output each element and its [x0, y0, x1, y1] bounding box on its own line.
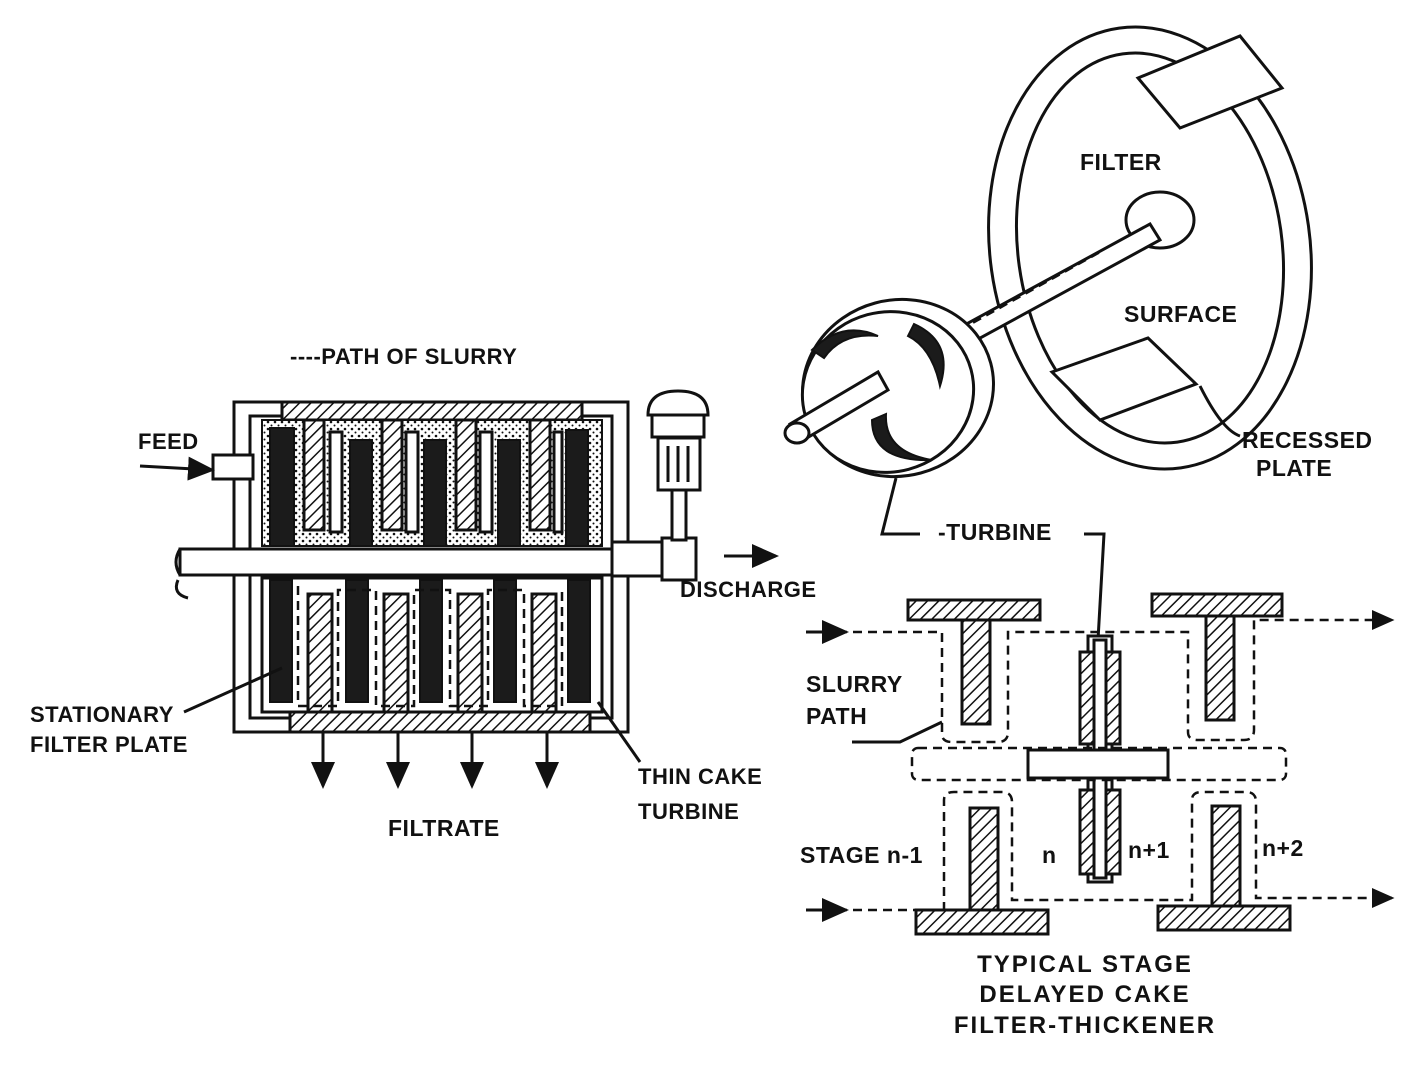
label-path: PATH	[806, 703, 868, 729]
label-stage-n-minus-1: STAGE n-1	[800, 842, 923, 868]
label-surface: SURFACE	[1124, 301, 1238, 327]
label-stage-n-plus-1: n+1	[1128, 837, 1170, 863]
label-stationary: STATIONARY	[30, 702, 174, 727]
caption-line-1: TYPICAL STAGE	[977, 951, 1193, 978]
label-discharge: DISCHARGE	[680, 577, 817, 602]
label-thin-cake-turbine: TURBINE	[638, 799, 740, 824]
label-filtrate: FILTRATE	[388, 815, 500, 841]
filtrate-drains	[311, 732, 559, 789]
label-plate: PLATE	[1256, 455, 1333, 481]
label-path-of-slurry: ----PATH OF SLURRY	[290, 344, 518, 369]
label-filter: FILTER	[1080, 149, 1162, 175]
label-filter-plate: FILTER PLATE	[30, 732, 188, 757]
caption-line-3: FILTER-THICKENER	[953, 1012, 1217, 1039]
label-turbine: -TURBINE	[938, 519, 1052, 545]
label-recessed: RECESSED	[1242, 427, 1373, 453]
caption-line-2: DELAYED CAKE	[979, 981, 1191, 1008]
typical-stage	[806, 592, 1395, 936]
label-stage-n-plus-2: n+2	[1262, 835, 1304, 861]
isometric-view	[783, 25, 1313, 641]
label-feed: FEED	[138, 429, 199, 454]
label-thin-cake: THIN CAKE	[638, 764, 763, 789]
label-stage-n: n	[1042, 842, 1057, 868]
label-slurry: SLURRY	[806, 671, 903, 697]
thickener-section	[139, 389, 779, 789]
